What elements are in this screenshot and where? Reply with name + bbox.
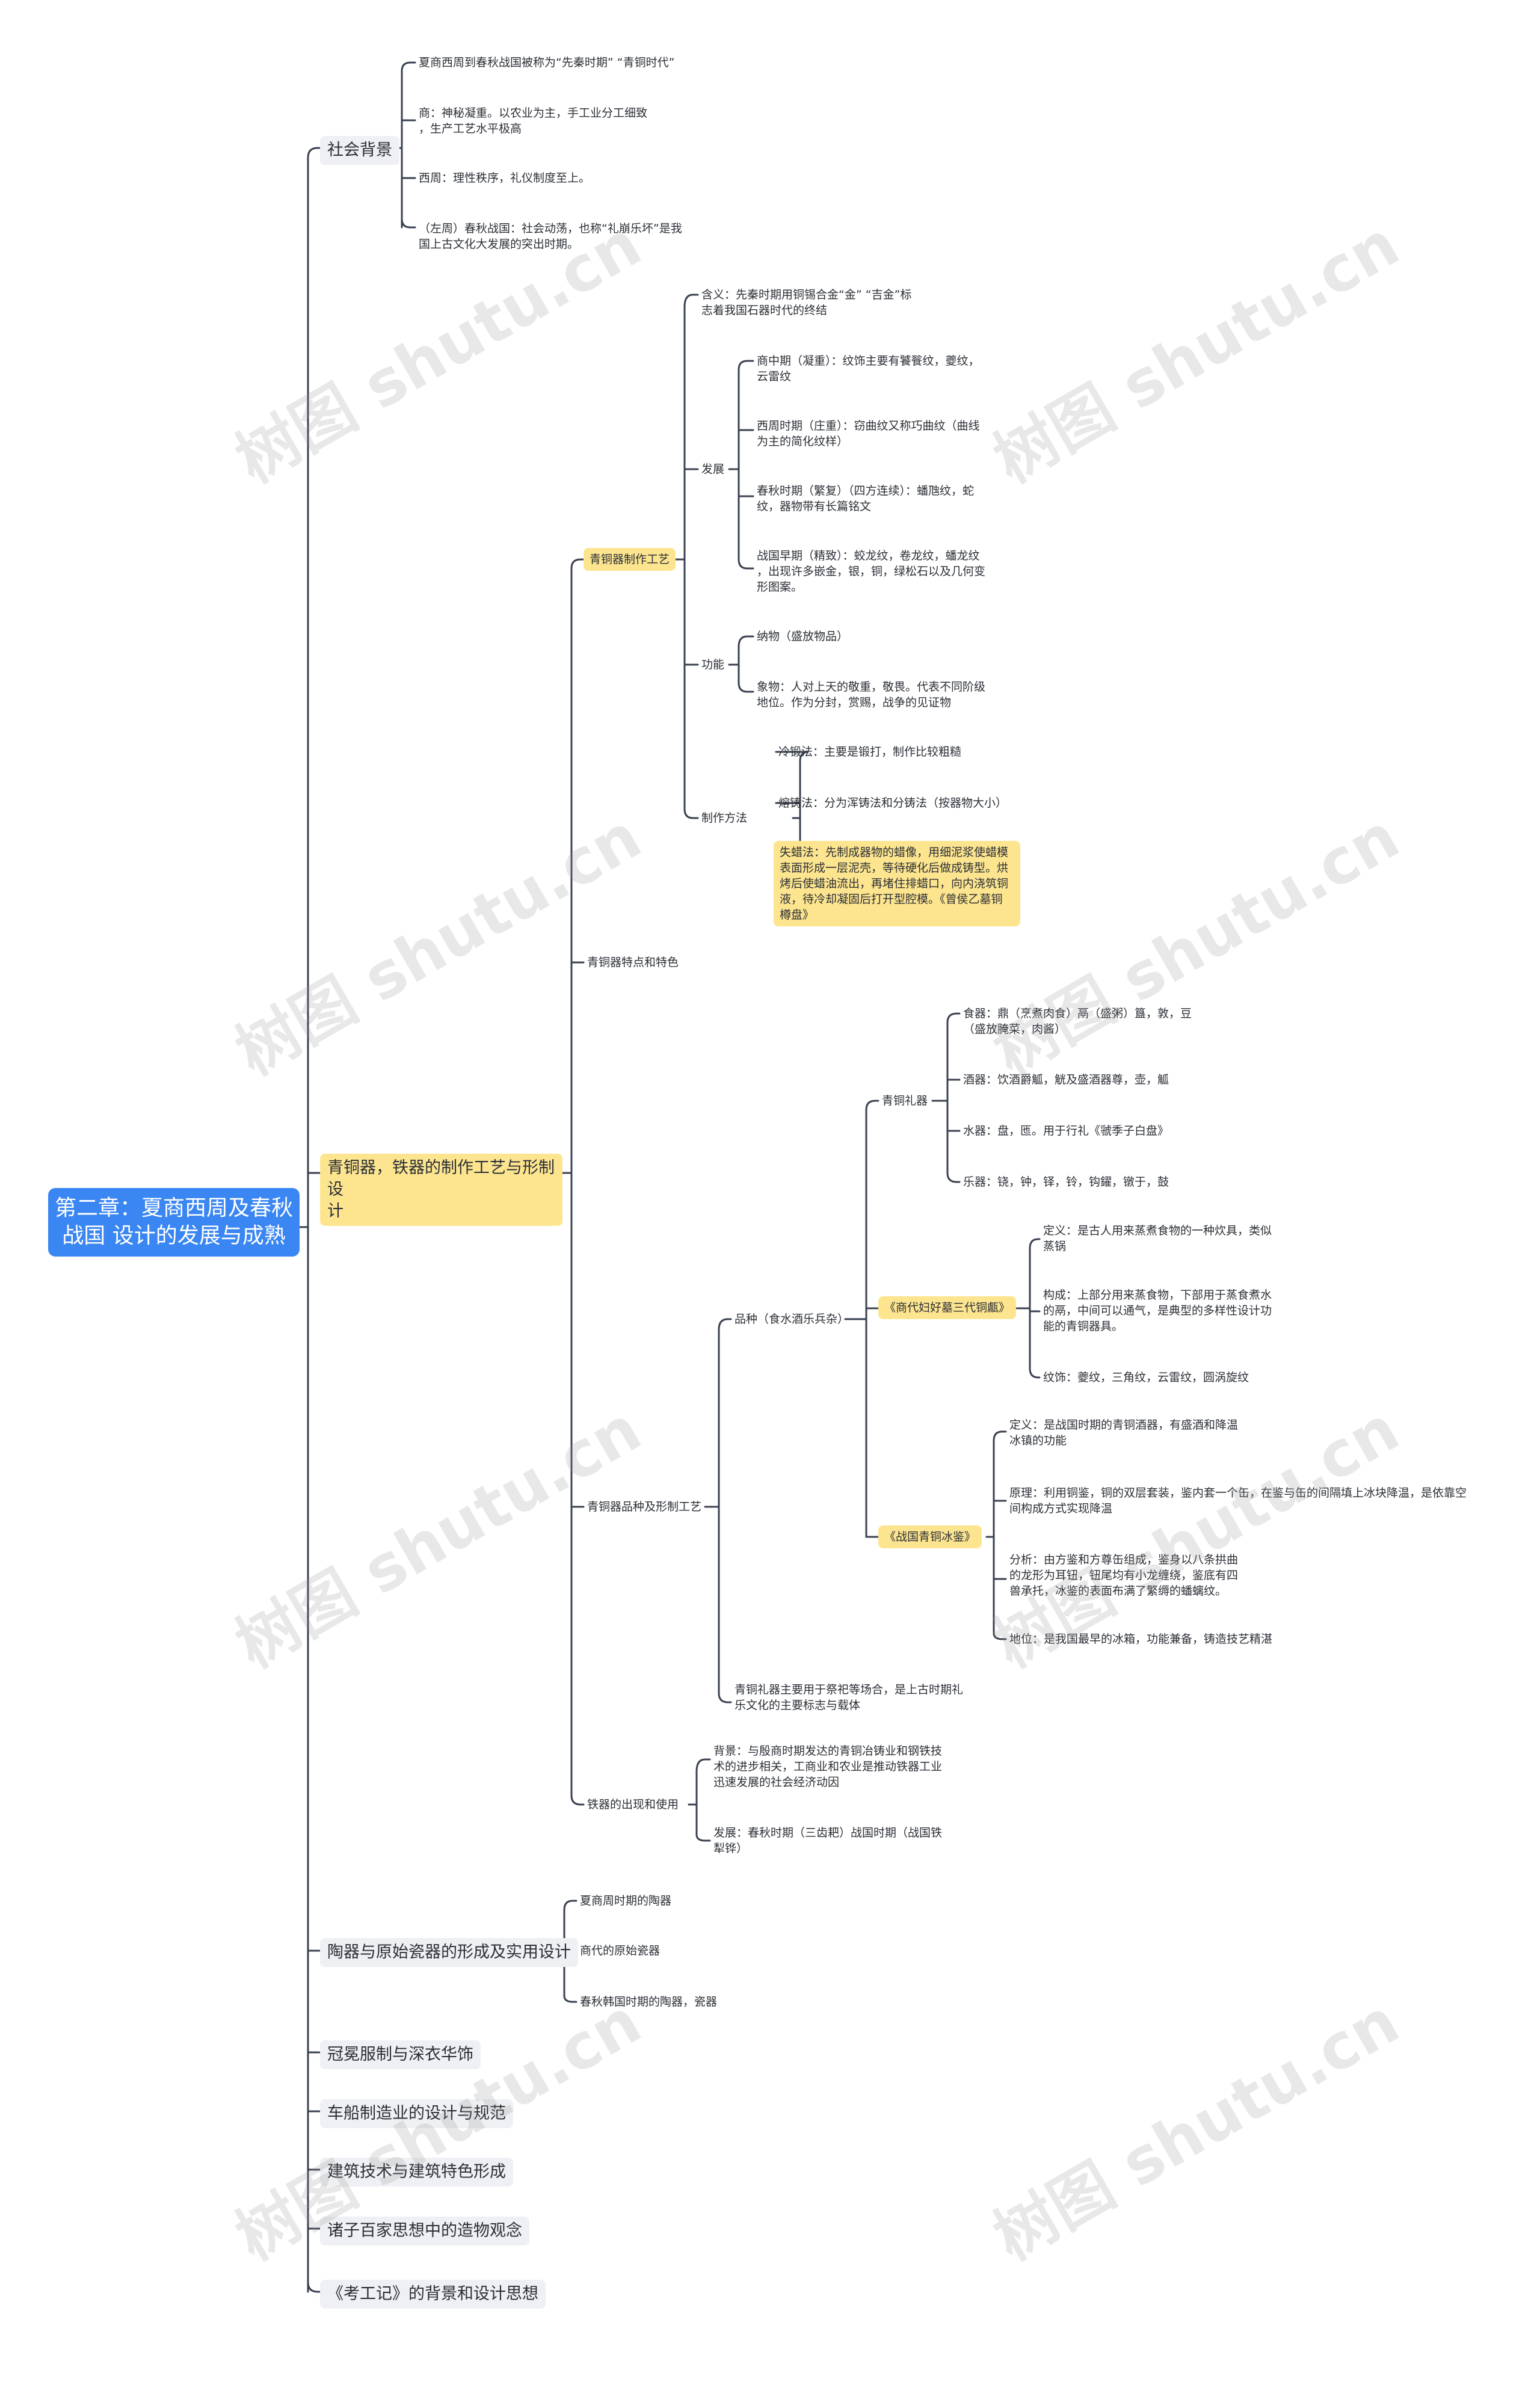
social-item[interactable]: 西周：理性秩序，礼仪制度至上。 xyxy=(419,171,591,185)
watermark: 树图 shutu.cn xyxy=(224,799,653,1090)
jian-item[interactable]: 原理：利用铜鉴，铜的双层套装，鉴内套一个缶，在鉴与缶的间隔填上冰块降温，是依靠空… xyxy=(1009,1486,1467,1515)
topic-vehicles[interactable]: 车船制造业的设计与规范 xyxy=(320,2099,513,2128)
dev-item[interactable]: 战国早期（精致）：蛟龙纹，卷龙纹，蟠龙纹 ，出现许多嵌金，银，铜，绿松石以及几何… xyxy=(757,549,986,594)
method-item[interactable]: 冷锻法：主要是锻打，制作比较粗糙 xyxy=(778,745,962,759)
topic-costume[interactable]: 冠冕服制与深衣华饰 xyxy=(320,2040,481,2069)
ice-jian[interactable]: 《战国青铜冰鉴》 xyxy=(878,1525,982,1548)
method-item[interactable]: 熔铸法：分为浑铸法和分铸法（按器物大小） xyxy=(778,796,1008,810)
pottery-item[interactable]: 春秋韩国时期的陶器，瓷器 xyxy=(580,1995,718,2008)
ritual-item[interactable]: 水器：盘，匜。用于行礼《虢季子白盘》 xyxy=(963,1124,1169,1137)
craft-method[interactable]: 制作方法 xyxy=(701,811,748,825)
social-item[interactable]: 夏商西周到春秋战国被称为“先秦时期” “青铜时代” xyxy=(419,56,675,69)
ritual-item[interactable]: 酒器：饮酒爵觚，觥及盛酒器尊，壶，觚 xyxy=(963,1073,1169,1086)
iron-item[interactable]: 发展：春秋时期（三齿耙）战国时期（战国铁 犁铧） xyxy=(713,1826,943,1855)
dev-item[interactable]: 商中期（凝重）：纹饰主要有饕餮纹，夔纹， 云雷纹 xyxy=(757,354,980,383)
topic-bronze-types[interactable]: 青铜器品种及形制工艺 xyxy=(587,1500,702,1513)
types-summary[interactable]: 青铜礼器主要用于祭祀等场合，是上古时期礼 乐文化的主要标志与载体 xyxy=(735,1683,964,1712)
dev-item[interactable]: 春秋时期（繁复）（四方连续）：蟠虺纹，蛇 纹，器物带有长篇铭文 xyxy=(757,484,975,513)
yan-item[interactable]: 构成：上部分用来蒸食物，下部用于蒸食煮水 的鬲，中间可以通气，是典型的多样性设计… xyxy=(1043,1288,1272,1333)
pottery-item[interactable]: 商代的原始瓷器 xyxy=(580,1944,661,1957)
yan-item[interactable]: 纹饰：夔纹，三角纹，云雷纹，圆涡旋纹 xyxy=(1043,1371,1249,1384)
social-item[interactable]: 商：神秘凝重。以农业为主，手工业分工细致 ，生产工艺水平极高 xyxy=(419,106,648,135)
ritual-item[interactable]: 乐器：铙，钟，铎，铃，钩鑃，镦于，鼓 xyxy=(963,1175,1169,1189)
yan-vessel[interactable]: 《商代妇好墓三代铜甗》 xyxy=(878,1296,1017,1319)
topic-bronze-features[interactable]: 青铜器特点和特色 xyxy=(587,956,679,969)
watermark: 树图 shutu.cn xyxy=(982,1984,1411,2275)
pottery-item[interactable]: 夏商周时期的陶器 xyxy=(580,1894,672,1907)
ritual-vessels[interactable]: 青铜礼器 xyxy=(882,1094,928,1107)
topic-architecture[interactable]: 建筑技术与建筑特色形成 xyxy=(320,2158,513,2187)
social-item[interactable]: （左周）春秋战国：社会动荡，也称“礼崩乐坏”是我 国上古文化大发展的突出时期。 xyxy=(419,222,682,251)
iron-item[interactable]: 背景：与殷商时期发达的青铜冶铸业和钢铁技 术的进步相关，工商业和农业是推动铁器工… xyxy=(713,1744,943,1789)
watermark: 树图 shutu.cn xyxy=(224,1392,653,1682)
topic-pottery[interactable]: 陶器与原始瓷器的形成及实用设计 xyxy=(320,1938,578,1967)
method-lost-wax[interactable]: 失蜡法：先制成器物的蜡像，用细泥浆使蜡模 表面形成一层泥壳，等待硬化后做成铸型。… xyxy=(774,841,1020,926)
topic-bronze-craft[interactable]: 青铜器制作工艺 xyxy=(584,548,676,571)
func-item[interactable]: 纳物（盛放物品） xyxy=(757,630,849,643)
jian-item[interactable]: 分析：由方鉴和方尊缶组成，鉴身以八条拱曲 的龙形为耳钮，钮尾均有小龙缠绕，鉴底有… xyxy=(1009,1553,1239,1598)
topic-social-background[interactable]: 社会背景 xyxy=(320,136,399,165)
topic-bronze-iron[interactable]: 青铜器，铁器的制作工艺与形制设 计 xyxy=(320,1154,562,1226)
topic-kaogongji[interactable]: 《考工记》的背景和设计思想 xyxy=(320,2280,546,2309)
jian-item[interactable]: 定义：是战国时期的青铜酒器，有盛酒和降温 冰镇的功能 xyxy=(1009,1418,1239,1447)
topic-philosophy[interactable]: 诸子百家思想中的造物观念 xyxy=(320,2217,529,2245)
func-item[interactable]: 象物：人对上天的敬重，敬畏。代表不同阶级 地位。作为分封，赏赐，战争的见证物 xyxy=(757,680,986,709)
craft-meaning[interactable]: 含义：先秦时期用铜锡合金“金” “吉金”标 志着我国石器时代的终结 xyxy=(701,288,912,317)
types-variety[interactable]: 品种（食水酒乐兵杂） xyxy=(735,1313,849,1326)
watermark: 树图 shutu.cn xyxy=(982,207,1411,497)
jian-item[interactable]: 地位：是我国最早的冰箱，功能兼备，铸造技艺精湛 xyxy=(1009,1633,1273,1646)
watermark: 树图 shutu.cn xyxy=(982,799,1411,1090)
craft-function[interactable]: 功能 xyxy=(701,658,725,671)
ritual-item[interactable]: 食器：鼎（烹煮肉食）鬲（盛粥）簋，敦，豆 （盛放腌菜，肉酱） xyxy=(963,1007,1192,1036)
craft-development[interactable]: 发展 xyxy=(701,463,725,476)
yan-item[interactable]: 定义：是古人用来蒸煮食物的一种炊具，类似 蒸锅 xyxy=(1043,1224,1272,1253)
root-topic[interactable]: 第二章：夏商西周及春秋 战国 设计的发展与成熟 xyxy=(48,1188,300,1257)
topic-iron[interactable]: 铁器的出现和使用 xyxy=(587,1798,679,1811)
dev-item[interactable]: 西周时期（庄重）：窃曲纹又称巧曲纹（曲线 为主的简化纹样） xyxy=(757,419,980,448)
